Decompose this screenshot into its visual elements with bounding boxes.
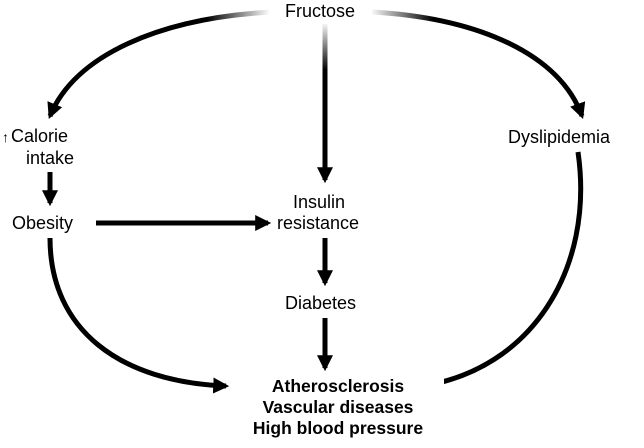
node-dyslipidemia: Dyslipidemia (508, 127, 611, 148)
outcome-vascular-diseases: Vascular diseases (262, 397, 414, 417)
outcome-high-blood-pressure: High blood pressure (252, 418, 424, 438)
arrow-dyslipidemia-to-outcomes (418, 151, 584, 393)
arrow-obesity-to-outcomes (47, 237, 230, 394)
node-insulin-line1: Insulin (293, 192, 346, 212)
outcome-atherosclerosis: Atherosclerosis (271, 376, 405, 396)
node-obesity-label: Obesity (12, 213, 74, 233)
node-fructose: Fructose (281, 1, 360, 22)
node-insulin-resistance: Insulin resistance (277, 192, 360, 234)
node-outcomes: Atherosclerosis Vascular diseases High b… (232, 376, 444, 439)
node-calorie-label: Calorie (11, 126, 69, 146)
arrow-fructose-to-calorie-intake (47, 9, 273, 119)
node-calorie-intake: ↑Calorie intake (2, 126, 75, 169)
node-diabetes-label: Diabetes (285, 293, 357, 313)
up-arrow-icon: ↑ (2, 129, 9, 145)
node-calorie-intake-line2: intake (26, 148, 75, 168)
node-insulin-line2: resistance (277, 213, 360, 233)
node-diabetes: Diabetes (285, 293, 357, 314)
arrow-fructose-to-dyslipidemia (371, 9, 586, 120)
node-dyslipidemia-label: Dyslipidemia (508, 127, 611, 147)
node-fructose-label: Fructose (285, 1, 356, 21)
node-calorie-intake-line1: ↑Calorie (2, 126, 74, 148)
node-obesity: Obesity (12, 213, 74, 234)
